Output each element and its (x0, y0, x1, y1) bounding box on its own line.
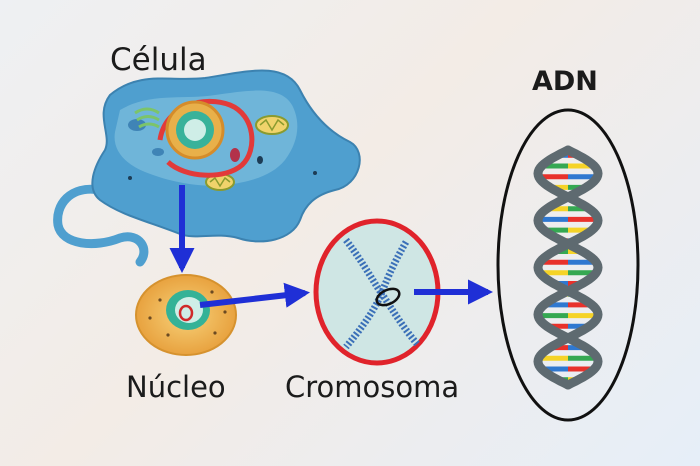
dna-label: ADN (532, 66, 598, 97)
nucleus-illustration (135, 274, 237, 356)
cell-illustration (53, 69, 361, 267)
cell-vesicle (128, 119, 146, 131)
cell-vesicle (152, 148, 164, 156)
nucleus-label: Núcleo (126, 370, 226, 404)
chromatid-left (343, 237, 421, 348)
dna-ellipse (496, 108, 640, 422)
chromosome-label: Cromosoma (285, 370, 460, 404)
cell-nucleus-core (184, 119, 206, 141)
nucleus-dot (158, 298, 162, 302)
dna-strand-b (533, 145, 603, 390)
dna-backbones (533, 145, 603, 390)
cell-tail (53, 184, 149, 267)
mitochondrion-folds (259, 118, 285, 132)
nucleus-dot (166, 333, 170, 337)
dna-illustration (496, 108, 640, 422)
golgi (134, 107, 160, 129)
nucleus-dot (148, 316, 152, 320)
dna-strand-a (533, 145, 603, 390)
cell-lysosome (230, 148, 240, 162)
cell-dot (128, 176, 132, 180)
chromatid-right (343, 240, 410, 350)
nucleolus (178, 304, 194, 322)
nucleus-dot (213, 331, 217, 335)
chromosome-highlight (375, 287, 401, 307)
mitochondrion-folds (209, 176, 231, 188)
nucleus-dot (223, 310, 227, 314)
mitochondrion (255, 115, 289, 135)
flow-arrows (169, 185, 494, 308)
arrow-nucleus-to-chromosome (199, 282, 311, 308)
cell-pore (257, 156, 263, 164)
cell-label: Célula (110, 42, 207, 78)
nucleus-dot (210, 290, 214, 294)
cell-dot (313, 171, 317, 175)
